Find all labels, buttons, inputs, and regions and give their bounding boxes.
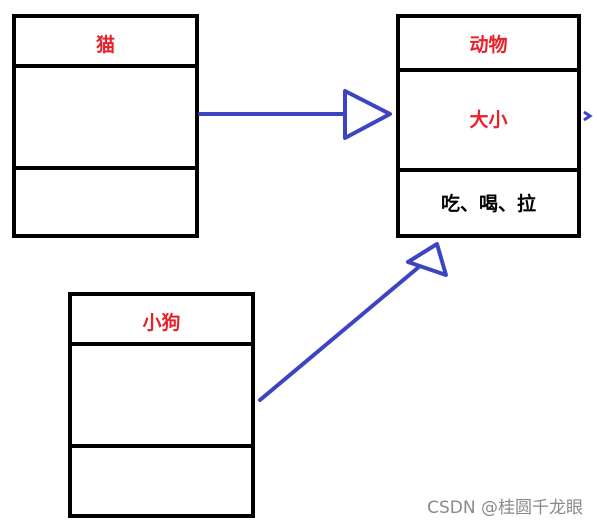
dog-methods-section — [72, 444, 251, 514]
animal-class-box: 动物 大小 吃、喝、拉 — [396, 14, 581, 238]
cat-arrow-head — [343, 89, 392, 140]
dog-arrow-head — [406, 242, 448, 277]
cat-class-box: 猫 — [12, 14, 199, 238]
animal-methods-text: 吃、喝、拉 — [440, 193, 536, 215]
dog-class-name: 小狗 — [142, 312, 181, 334]
cat-methods-section — [16, 166, 195, 234]
edge-arrow-fragment — [583, 110, 593, 122]
dog-arrow-line — [258, 264, 422, 402]
animal-methods-section: 吃、喝、拉 — [400, 168, 577, 234]
watermark: CSDN @桂圆千龙眼 — [427, 498, 583, 518]
animal-attributes-section: 大小 — [400, 68, 577, 172]
cat-attributes-section — [16, 64, 195, 168]
animal-attributes-text: 大小 — [469, 109, 508, 131]
dog-class-box: 小狗 — [68, 292, 255, 518]
dog-attributes-section — [72, 342, 251, 446]
animal-class-name: 动物 — [469, 34, 508, 56]
dog-to-animal-arrow — [258, 242, 448, 402]
cat-class-name: 猫 — [95, 34, 115, 56]
cat-to-animal-arrow — [198, 89, 392, 140]
